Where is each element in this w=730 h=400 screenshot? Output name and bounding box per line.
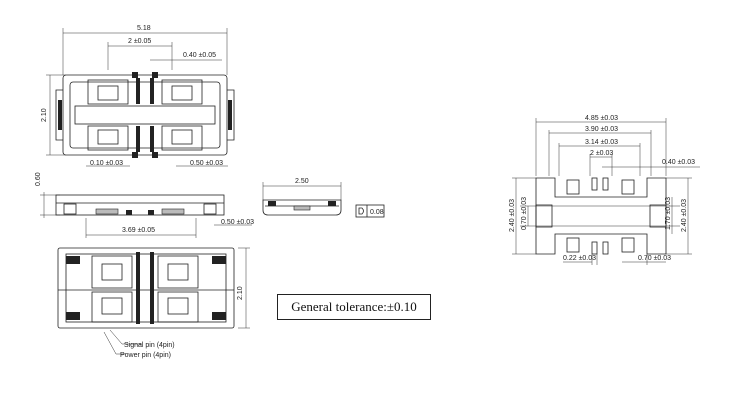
power-pin-label: Power pin (4pin) bbox=[120, 352, 171, 359]
pin-spacing-label: 2 ±0.05 bbox=[128, 38, 151, 45]
end-view: 2.50 0.08 bbox=[262, 178, 385, 218]
fp-slot-width: 0.22 ±0.03 bbox=[563, 255, 596, 262]
fp-inner-width: 3.14 ±0.03 bbox=[585, 139, 618, 146]
bottom-height-label: 2.10 bbox=[237, 286, 244, 300]
right-pad-label: 0.50 ±0.03 bbox=[190, 160, 223, 167]
fp-pad-width: 0.40 ±0.03 bbox=[662, 159, 695, 166]
fp-inner-height: 1.70 ±0.03 bbox=[665, 197, 672, 230]
fp-pad-height: 0.70 ±0.03 bbox=[521, 197, 528, 230]
general-tolerance-box: General tolerance:±0.10 bbox=[277, 294, 431, 320]
fp-left-height: 2.40 ±0.03 bbox=[509, 199, 516, 232]
fp-right-height: 2.40 ±0.03 bbox=[681, 199, 688, 232]
end-width-label: 2.50 bbox=[295, 178, 309, 185]
left-pad-label: 0.10 ±0.03 bbox=[90, 160, 123, 167]
fp-total-width: 4.85 ±0.03 bbox=[585, 115, 618, 122]
pad-span-label: 3.69 ±0.05 bbox=[122, 227, 155, 234]
side-pad-offset-label: 0.50 ±0.03 bbox=[221, 219, 254, 226]
pad-width-label: 0.40 ±0.05 bbox=[183, 52, 216, 59]
top-height-label: 2.10 bbox=[41, 108, 48, 122]
fp-edge-pad: 0.70 ±0.03 bbox=[638, 255, 671, 262]
thickness-label: 0.60 bbox=[35, 172, 42, 186]
fp-center-pitch: 2 ±0.03 bbox=[590, 150, 613, 157]
general-tolerance-text: General tolerance:±0.10 bbox=[291, 299, 417, 314]
side-view: 0.60 0.50 ±0.03 3.69 ±0.05 bbox=[35, 172, 254, 238]
fp-outer-width: 3.90 ±0.03 bbox=[585, 126, 618, 133]
signal-pin-label: Signal pin (4pin) bbox=[124, 342, 175, 349]
top-width-label: 5.18 bbox=[137, 25, 151, 32]
footprint-view: 4.85 ±0.03 3.90 ±0.03 3.14 ±0.03 2 ±0.03… bbox=[509, 115, 700, 265]
end-gap-label: 0.08 bbox=[370, 209, 384, 216]
top-view: 5.18 2 ±0.05 0.40 ±0.05 2.10 bbox=[41, 25, 235, 167]
bottom-view: 2.10 Signal pin (4pin) Power pin (4pin) bbox=[57, 247, 250, 359]
